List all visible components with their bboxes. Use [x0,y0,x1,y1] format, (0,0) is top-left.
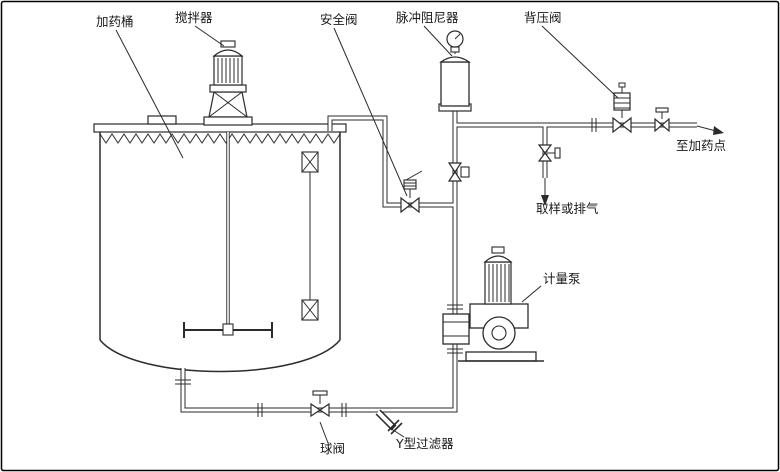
sample-vent-valve [537,144,561,206]
y-strainer [375,409,403,435]
right-arrow-icon [713,126,724,135]
label-metering-pump: 计量泵 [543,271,581,286]
label-back-pressure-valve: 背压阀 [524,10,562,25]
label-agitator: 搅拌器 [175,10,213,25]
agitator-assembly [183,40,273,338]
pump-motor-dome [483,255,513,263]
label-pulse-dampener: 脉冲阻尼器 [396,10,459,25]
label-safety-valve: 安全阀 [320,12,358,27]
ball-valve-handle [312,390,328,396]
tank-level-gauge [301,151,319,321]
pipe-flanges [175,118,597,417]
agitator-motor-dome [212,49,244,57]
pressure-gauge-icon [446,30,464,48]
labels: 加药桶 搅拌器 安全阀 脉冲阻尼器 背压阀 至加药点 取样或排气 计量泵 球阀 … [96,10,726,456]
pump-base [465,351,537,362]
pulse-dampener-body [440,61,470,107]
back-pressure-valve [612,82,632,134]
label-to-dosing-point: 至加药点 [676,138,726,153]
metering-pump [442,246,544,362]
label-sample-or-vent: 取样或排气 [536,201,599,216]
pump-head [442,313,470,345]
tank-rim-serration [99,133,341,144]
pulse-dampener [438,30,472,112]
label-y-strainer: Y型过滤器 [395,436,454,451]
tank-lid-hatch [147,115,177,125]
label-dosing-tank: 加药桶 [96,14,134,29]
back-pressure-valve-spring [613,92,631,111]
tank-dished-bottom [99,339,341,373]
agitator-motor-body [213,55,243,86]
leader-lines [115,25,619,444]
agitator-motor-flange [209,84,247,93]
safety-valve-spring [403,179,417,190]
outlet-valve [654,107,670,133]
safety-valve [400,170,423,214]
check-valve [447,162,470,182]
label-ball-valve: 球阀 [320,441,345,456]
safety-valve-lever [405,170,423,181]
down-arrow-icon [541,195,549,206]
ball-valve [310,390,330,418]
check-valve-handle [460,166,470,178]
agitator-motor-cap [220,40,236,48]
outlet-arrow [696,125,724,135]
